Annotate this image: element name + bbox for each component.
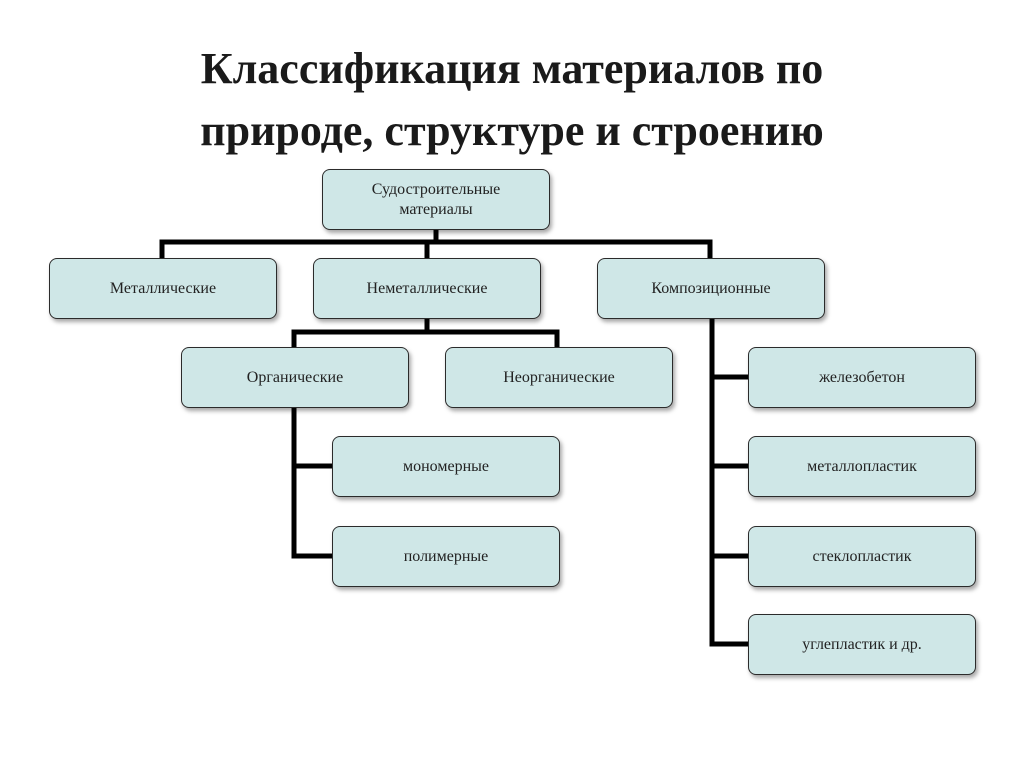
node-fiberglass: стеклопластик — [748, 526, 976, 587]
node-composite: Композиционные — [597, 258, 825, 319]
node-polymeric-label: полимерные — [403, 547, 489, 565]
title-line-1: Классификация материалов по — [200, 44, 824, 93]
node-nonmetallic-label: Неметаллические — [366, 279, 488, 297]
node-carbon-plastic-label: углепластик и др. — [802, 635, 922, 653]
node-carbon-plastic: углепластик и др. — [748, 614, 976, 675]
node-fiberglass-label: стеклопластик — [812, 547, 912, 565]
title-line-2: природе, структуре и строению — [200, 106, 824, 155]
node-composite-label: Композиционные — [651, 279, 771, 297]
node-nonmetallic: Неметаллические — [313, 258, 541, 319]
node-organic: Органические — [181, 347, 409, 408]
node-inorganic-label: Неорганические — [503, 368, 615, 386]
node-organic-label: Органические — [246, 368, 344, 386]
node-metallic: Металлические — [49, 258, 277, 319]
node-reinforced-concrete-label: железобетон — [819, 368, 905, 386]
node-root-label: Судостроительные материалы — [371, 180, 501, 218]
node-metallic-label: Металлические — [109, 279, 217, 297]
node-root: Судостроительные материалы — [322, 169, 550, 230]
node-polymeric: полимерные — [332, 526, 560, 587]
node-metal-plastic-label: металлопластик — [807, 457, 917, 475]
node-monomeric-label: мономерные — [402, 457, 490, 475]
node-inorganic: Неорганические — [445, 347, 673, 408]
page-title: Классификация материалов по природе, стр… — [0, 38, 1024, 162]
node-reinforced-concrete: железобетон — [748, 347, 976, 408]
node-metal-plastic: металлопластик — [748, 436, 976, 497]
node-monomeric: мономерные — [332, 436, 560, 497]
